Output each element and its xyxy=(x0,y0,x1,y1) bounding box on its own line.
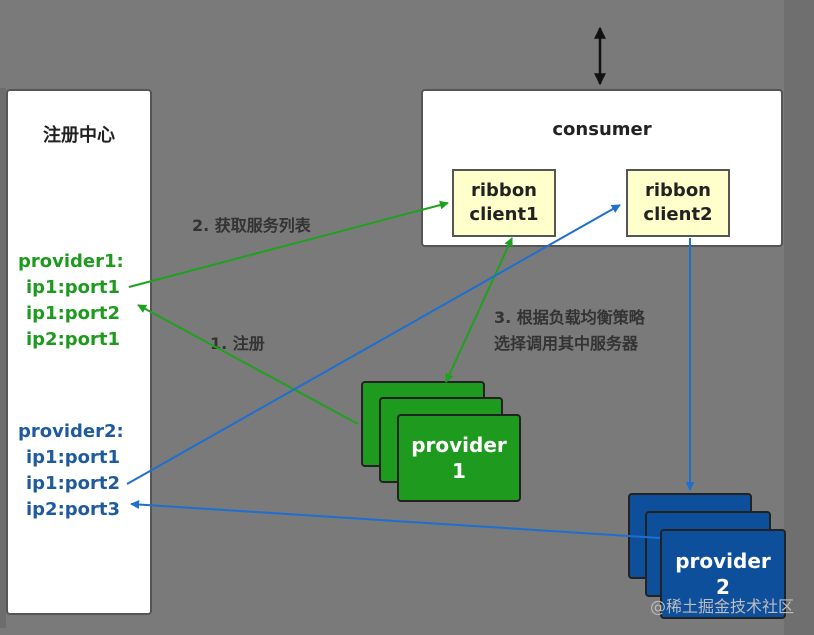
provider1-label-line2: 1 xyxy=(452,459,466,483)
step3-label-line2: 选择调用其中服务器 xyxy=(494,334,639,353)
ribbon-client1-provider1-arrow xyxy=(445,237,513,383)
background-strip-left xyxy=(0,88,6,628)
provider1-address-list: provider1: ip1:port1 ip1:port2 ip2:port1 xyxy=(18,249,150,353)
consumer-box: consumer ribbon client1 ribbon client2 xyxy=(421,89,783,247)
ribbon-client1-line2: client1 xyxy=(469,204,539,225)
provider2-name: provider2: xyxy=(18,421,124,442)
watermark: @稀土掘金技术社区 xyxy=(649,597,794,616)
provider2-address: ip2:port3 xyxy=(26,499,121,520)
step3-label-line1: 3. 根据负载均衡策略 xyxy=(494,308,645,327)
provider1-name: provider1: xyxy=(18,251,124,272)
step2-label: 2. 获取服务列表 xyxy=(192,216,311,235)
background-strip-right xyxy=(784,0,814,635)
ribbon-client2-line2: client2 xyxy=(643,204,713,225)
provider1-address: ip1:port1 xyxy=(26,277,121,298)
ribbon-client2-box: ribbon client2 xyxy=(626,169,730,237)
provider1-label-line1: provider xyxy=(411,433,507,457)
provider2-register-arrow xyxy=(130,500,661,539)
registry-center-box: 注册中心 provider1: ip1:port1 ip1:port2 ip2:… xyxy=(6,89,152,615)
provider2-label-line2: 2 xyxy=(716,575,730,599)
provider2-to-ribbon2-arrow xyxy=(126,204,621,485)
register-arrow xyxy=(137,304,359,425)
provider1-box: provider 1 xyxy=(397,414,521,502)
ribbon-client2-line1: ribbon xyxy=(645,180,711,201)
ribbon-client1-box: ribbon client1 xyxy=(452,169,556,237)
ribbon-client1-line1: ribbon xyxy=(471,180,537,201)
provider2-address: ip1:port1 xyxy=(26,447,121,468)
provider2-label-line1: provider xyxy=(675,549,771,573)
provider2-box: provider 2 xyxy=(660,529,786,619)
consumer-title: consumer xyxy=(552,119,652,140)
fetch-list-arrow xyxy=(128,200,449,288)
provider2-address-list: provider2: ip1:port1 ip1:port2 ip2:port3 xyxy=(18,419,150,523)
provider2-address: ip1:port2 xyxy=(26,473,121,494)
step1-label: 1. 注册 xyxy=(210,334,265,353)
provider1-address: ip1:port2 xyxy=(26,303,121,324)
provider1-address: ip2:port1 xyxy=(26,329,121,350)
registry-center-title: 注册中心 xyxy=(43,125,115,146)
